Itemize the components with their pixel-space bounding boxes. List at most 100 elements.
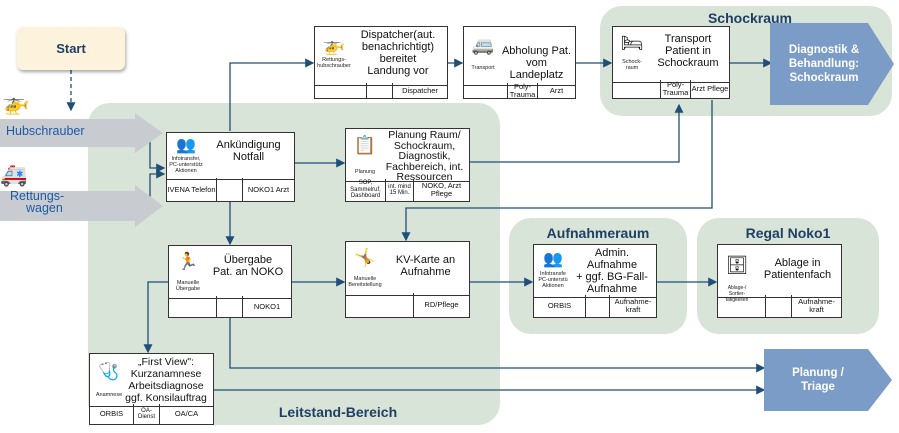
- ambulance-arrow: [0, 185, 163, 227]
- ankuendigung-title: Ankündigung Notfall: [205, 139, 292, 163]
- transport-icon-label: Schock- raum: [614, 59, 650, 71]
- title-line: Ablage in: [774, 257, 821, 269]
- title-line: Ressourcen: [396, 171, 453, 183]
- cell: RD/Pflege: [424, 300, 459, 309]
- title-line: Planung Raum/: [388, 129, 461, 141]
- cell: OA-Dienst: [134, 404, 160, 424]
- cell: [169, 296, 217, 317]
- icon-label-line: Bereitstellung: [348, 282, 382, 288]
- cell: [217, 178, 243, 201]
- title-line: „First View":: [137, 356, 195, 368]
- schockraum-title: Schockraum: [707, 10, 793, 26]
- firstview-box: 🩺 Anamnese „First View": Kurzanamnese Ar…: [89, 353, 214, 425]
- icon-label-line: Aktionen: [542, 283, 564, 289]
- title-line: Aufnahme: [586, 259, 638, 271]
- cell: [766, 295, 792, 317]
- abholung-icon-label: Transport: [465, 65, 501, 71]
- uebergabe-title: Übergabe Pat. an NOKO: [207, 254, 289, 278]
- cell: NOKO1: [253, 301, 281, 311]
- icon-label-line: Planung: [354, 169, 376, 175]
- uebergabe-icon-label: Manuelle Übergabe: [170, 280, 206, 292]
- title-line: Landung vor: [367, 65, 429, 77]
- cell: IVENA Telefon: [167, 178, 217, 201]
- regal-title: Regal Noko1: [745, 225, 831, 241]
- ankuendigung-box: 👥 Infotransfer, PC-unterstütz Aktionen A…: [166, 132, 295, 202]
- title-line: Aufnahme: [400, 266, 451, 278]
- icon-label-line: Manuelle: [176, 280, 200, 286]
- planung-raum-title: Planung Raum/ Schockraum, Diagnostik, Fa…: [382, 130, 467, 183]
- title-line: Schockraum: [657, 57, 719, 69]
- cell: [315, 83, 367, 98]
- icon-label-line: Schock-: [622, 59, 642, 65]
- title-line: Übergabe: [223, 254, 273, 266]
- title-line: Patientenfach: [763, 269, 832, 281]
- ambulance-label-line1: Rettungs-: [10, 189, 65, 203]
- firstview-title: „First View": Kurzanamnese Arbeitsdiagno…: [120, 356, 212, 404]
- kvkarte-icon-label: Manuelle Bereitstellung: [347, 276, 383, 288]
- title-line: Notfall: [232, 151, 265, 163]
- admin-box: 👥 Infotransfe PC-unterstü Aktionen Admin…: [533, 244, 657, 318]
- cell: [217, 296, 243, 317]
- dispatcher-title: Dispatcher(aut. benachrichtigt) bereitet…: [351, 29, 445, 77]
- ambulance-label-line2: wagen: [26, 201, 63, 215]
- icon-label-line: Aktionen: [175, 168, 197, 174]
- icon-label-line: Rettungs-: [322, 57, 346, 63]
- title-line: Patient in: [665, 45, 711, 57]
- title-line: + ggf. BG-Fall-: [576, 271, 648, 283]
- diagnostik-line: Behandlung:: [788, 58, 860, 70]
- planung-icon-label: Planung: [347, 169, 383, 175]
- abholung-box: 🚐 Transport Abholung Pat. vom Landeplatz…: [463, 26, 576, 99]
- cell: ORBIS: [90, 404, 134, 424]
- icon-label-line: tätigkeiten: [725, 297, 749, 303]
- cell: SOP, Sammelruf, Dashboard: [346, 179, 386, 201]
- title-line: Ankündigung: [216, 139, 281, 151]
- ablage-title: Ablage in Patientenfach: [756, 257, 839, 281]
- admin-title: Admin. Aufnahme + ggf. BG-Fall- Aufnahme: [570, 247, 654, 295]
- start-node: Start: [17, 27, 125, 70]
- firstview-icon-label: Anamnese: [91, 392, 127, 398]
- helicopter-arrow: [0, 113, 163, 153]
- anamnesis-icon: 🩺: [98, 362, 120, 381]
- icon-label-line: Anamnese: [95, 392, 123, 398]
- cell: Arzt Pflege: [691, 84, 729, 93]
- dispatcher-icon-label: Rettungs- hubschrauber: [316, 57, 352, 69]
- helicopter-label: Hubschrauber: [6, 124, 85, 138]
- abholung-title: Abholung Pat. vom Landeplatz: [500, 45, 573, 81]
- title-line: vom Landeplatz: [509, 57, 564, 81]
- transport-box: 🛏 Schock- raum Transport Patient in Scho…: [612, 26, 730, 99]
- helicopter-icon: 🚁: [2, 90, 30, 115]
- dispatcher-box: 🚁 Rettungs- hubschrauber Dispatcher(aut.…: [314, 26, 448, 99]
- info-transfer-icon: 👥: [543, 251, 563, 268]
- title-line: Diagnostik,: [398, 150, 451, 162]
- cell: Poly-Trauma: [661, 80, 691, 98]
- cell: [586, 295, 610, 317]
- planning-board-icon: 📋: [353, 135, 377, 155]
- cell: Poly-Trauma: [508, 83, 538, 98]
- icon-label-line: raum: [625, 65, 639, 71]
- planung-triage-label: Planung / Triage: [768, 366, 868, 394]
- helicopter-icon: 🚁: [322, 35, 346, 55]
- title-line: Arbeitsdiagnose: [128, 380, 204, 392]
- title-line: Pat. an NOKO: [212, 266, 284, 278]
- icon-label-line: Manuelle: [353, 276, 377, 282]
- planung-line: Planung /: [792, 367, 844, 379]
- kvkarte-box: 🤸 Manuelle Bereitstellung KV-Karte an Au…: [345, 241, 470, 318]
- cell: Dispatcher: [402, 85, 438, 95]
- title-line: Admin.: [594, 247, 630, 259]
- title-line: Abholung Pat.: [501, 45, 572, 57]
- title-line: KV-Karte an: [395, 254, 456, 266]
- cell: ORBIS: [534, 295, 586, 317]
- icon-label-line: Infotransfer,: [171, 156, 201, 162]
- planung-line: Triage: [801, 381, 835, 393]
- icon-label-line: PC-unterstütz: [169, 162, 203, 168]
- admin-icon-label: Infotransfe PC-unterstü Aktionen: [535, 271, 571, 289]
- diagnostik-line: Schockraum: [789, 72, 859, 84]
- title-line: ggf. Konsilauftrag: [125, 392, 207, 404]
- cell: Aufnahme-kraft: [614, 297, 652, 314]
- ablage-icon-label: Ablage-/ Sortier- tätigkeiten: [719, 285, 755, 303]
- ankuendigung-icon-label: Infotransfer, PC-unterstütz Aktionen: [168, 156, 204, 174]
- cell: NOKO, Arzt Pflege: [421, 181, 462, 198]
- icon-label-line: Infotransfe: [540, 271, 566, 277]
- cell: [613, 80, 661, 98]
